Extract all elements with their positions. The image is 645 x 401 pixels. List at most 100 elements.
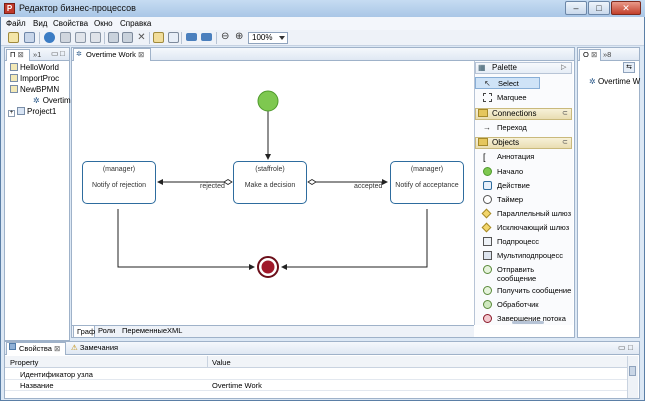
task-make-decision[interactable]: (staffrole) Make a decision (233, 161, 307, 204)
diagram-connections (117, 90, 428, 278)
globe-icon[interactable] (44, 32, 55, 43)
column-header-property: Property (10, 358, 39, 367)
save-icon[interactable] (108, 32, 119, 43)
tab-overtime-work[interactable]: Overtime Work ⊠ (73, 48, 151, 61)
collapse-icon[interactable]: ⊂ (562, 139, 568, 146)
task-icon (483, 181, 492, 190)
cursor-icon: ↖ (484, 79, 491, 88)
delete-icon[interactable]: ✕ (137, 32, 146, 43)
zoom-out-icon[interactable]: ⊖ (221, 31, 230, 42)
palette-item-annotation[interactable]: [Аннотация (483, 152, 535, 162)
property-name: Название (20, 381, 54, 390)
palette-item-parallel-gateway[interactable]: Параллельный шлюз (475, 208, 571, 219)
diamond-marker-icon (307, 179, 317, 185)
toolbar-separator (149, 32, 150, 44)
palette-item-action[interactable]: Действие (475, 181, 530, 190)
menu-file[interactable]: Файл (6, 19, 26, 28)
tree-item[interactable]: NewBPMN (10, 85, 59, 94)
zoom-in-icon[interactable]: ⊕ (235, 31, 244, 42)
property-row[interactable] (5, 380, 627, 391)
properties-scrollbar[interactable] (627, 356, 638, 398)
end-flow-icon (483, 314, 492, 323)
distribute-icon[interactable] (201, 33, 212, 41)
menu-bar (1, 17, 644, 30)
palette-header[interactable]: Palette (475, 62, 572, 74)
tab-roles[interactable]: Роли (98, 326, 116, 335)
collapse-icon[interactable]: ⊂ (562, 110, 568, 117)
maximize-view-icon[interactable]: □ (628, 343, 633, 352)
handler-icon (483, 300, 492, 309)
bracket-icon: [ (483, 152, 486, 162)
paste-icon[interactable] (90, 32, 101, 43)
palette-scrollbar[interactable] (512, 321, 544, 324)
tab-problems[interactable]: ⚠ Замечания (71, 343, 119, 352)
palette-tool-marquee[interactable]: Marquee (475, 92, 527, 102)
tree-item-selected[interactable]: ✲Overtime (33, 96, 76, 105)
palette-connections-header[interactable]: Connections (475, 108, 572, 120)
folder-icon (478, 138, 488, 146)
menu-view[interactable]: Вид (33, 19, 48, 28)
minimize-view-icon[interactable]: ▭ (51, 49, 59, 58)
tab-variables[interactable]: Переменные (122, 326, 168, 335)
palette-objects-header[interactable]: Objects (475, 137, 572, 149)
print-icon[interactable] (168, 32, 179, 43)
tab-graph[interactable]: Граф (73, 325, 95, 337)
palette-item-start[interactable]: Начало (475, 167, 523, 176)
palette-item-multi-subprocess[interactable]: Мультиподпроцесс (475, 251, 563, 260)
minimize-view-icon[interactable]: ▭ (618, 343, 626, 352)
tab-xml[interactable]: XML (167, 326, 183, 335)
palette-icon: ▦ (478, 63, 486, 72)
outline-item[interactable]: ✲ Overtime W (589, 77, 641, 86)
palette-item-transition[interactable]: →Переход (483, 123, 527, 132)
tab-properties[interactable]: Свойства ⊠ (6, 342, 66, 355)
tree-item[interactable]: HelloWorld (10, 63, 59, 72)
menu-window[interactable]: Окно (94, 19, 113, 28)
tab-navigator[interactable]: П ⊠ (6, 49, 30, 61)
maximize-view-icon[interactable]: □ (60, 49, 65, 58)
close-button[interactable]: ✕ (611, 1, 641, 15)
palette-item-handler[interactable]: Обработчик (475, 300, 539, 309)
expand-icon[interactable]: + (8, 110, 15, 117)
task-notify-rejection[interactable]: (manager) Notify of rejection (82, 161, 156, 204)
palette-collapse-icon[interactable]: ▷ (561, 64, 567, 71)
scrollbar-thumb[interactable] (629, 366, 636, 376)
palette-item-receive-message[interactable]: Получить сообщение (475, 286, 571, 295)
toolbar-separator (216, 32, 217, 44)
editor-bottom-tabbar (72, 325, 474, 337)
tree-item[interactable]: +Project1 (8, 107, 57, 117)
palette-item-subprocess[interactable]: Подпроцесс (475, 237, 539, 246)
menu-properties[interactable]: Свойства (53, 19, 89, 28)
palette-item-end-flow[interactable]: Завершение потока (475, 314, 566, 323)
tab-outline[interactable]: O ⊠ (579, 49, 601, 61)
properties-header-row (5, 356, 627, 368)
property-row[interactable] (5, 369, 627, 380)
new-icon[interactable] (8, 32, 19, 43)
settings-icon[interactable] (24, 32, 35, 43)
tab-navigator-secondary[interactable]: »1 (33, 50, 42, 59)
palette-tool-select[interactable]: ↖Select (475, 77, 540, 89)
chevron-down-icon (279, 36, 285, 40)
import-icon[interactable] (60, 32, 71, 43)
export-icon[interactable] (153, 32, 164, 43)
tab-outline-secondary[interactable]: »8 (603, 50, 612, 59)
properties-icon (9, 343, 16, 350)
save-all-icon[interactable] (122, 32, 133, 43)
marquee-icon (483, 93, 492, 102)
copy-icon[interactable] (75, 32, 86, 43)
subprocess-icon (483, 237, 492, 246)
property-value[interactable]: Overtime Work (212, 381, 262, 390)
task-notify-acceptance[interactable]: (manager) Notify of acceptance (390, 161, 464, 204)
title-bar[interactable] (0, 0, 645, 17)
palette-item-send-message[interactable]: Отправить сообщение (475, 265, 573, 283)
palette-item-exclusive-gateway[interactable]: Исключающий шлюз (475, 222, 569, 233)
menu-help[interactable]: Справка (120, 19, 152, 28)
zoom-select[interactable]: 100% (248, 32, 288, 44)
maximize-button[interactable]: □ (588, 1, 610, 15)
column-divider[interactable] (207, 356, 208, 368)
align-icon[interactable] (186, 33, 197, 41)
minimize-button[interactable]: – (565, 1, 587, 15)
tree-item[interactable]: ImportProc (10, 74, 59, 83)
palette-item-timer[interactable]: Таймер (475, 195, 523, 204)
outline-toggle-icon[interactable]: ⇆ (623, 62, 635, 73)
exclusive-gateway-icon (481, 222, 492, 233)
